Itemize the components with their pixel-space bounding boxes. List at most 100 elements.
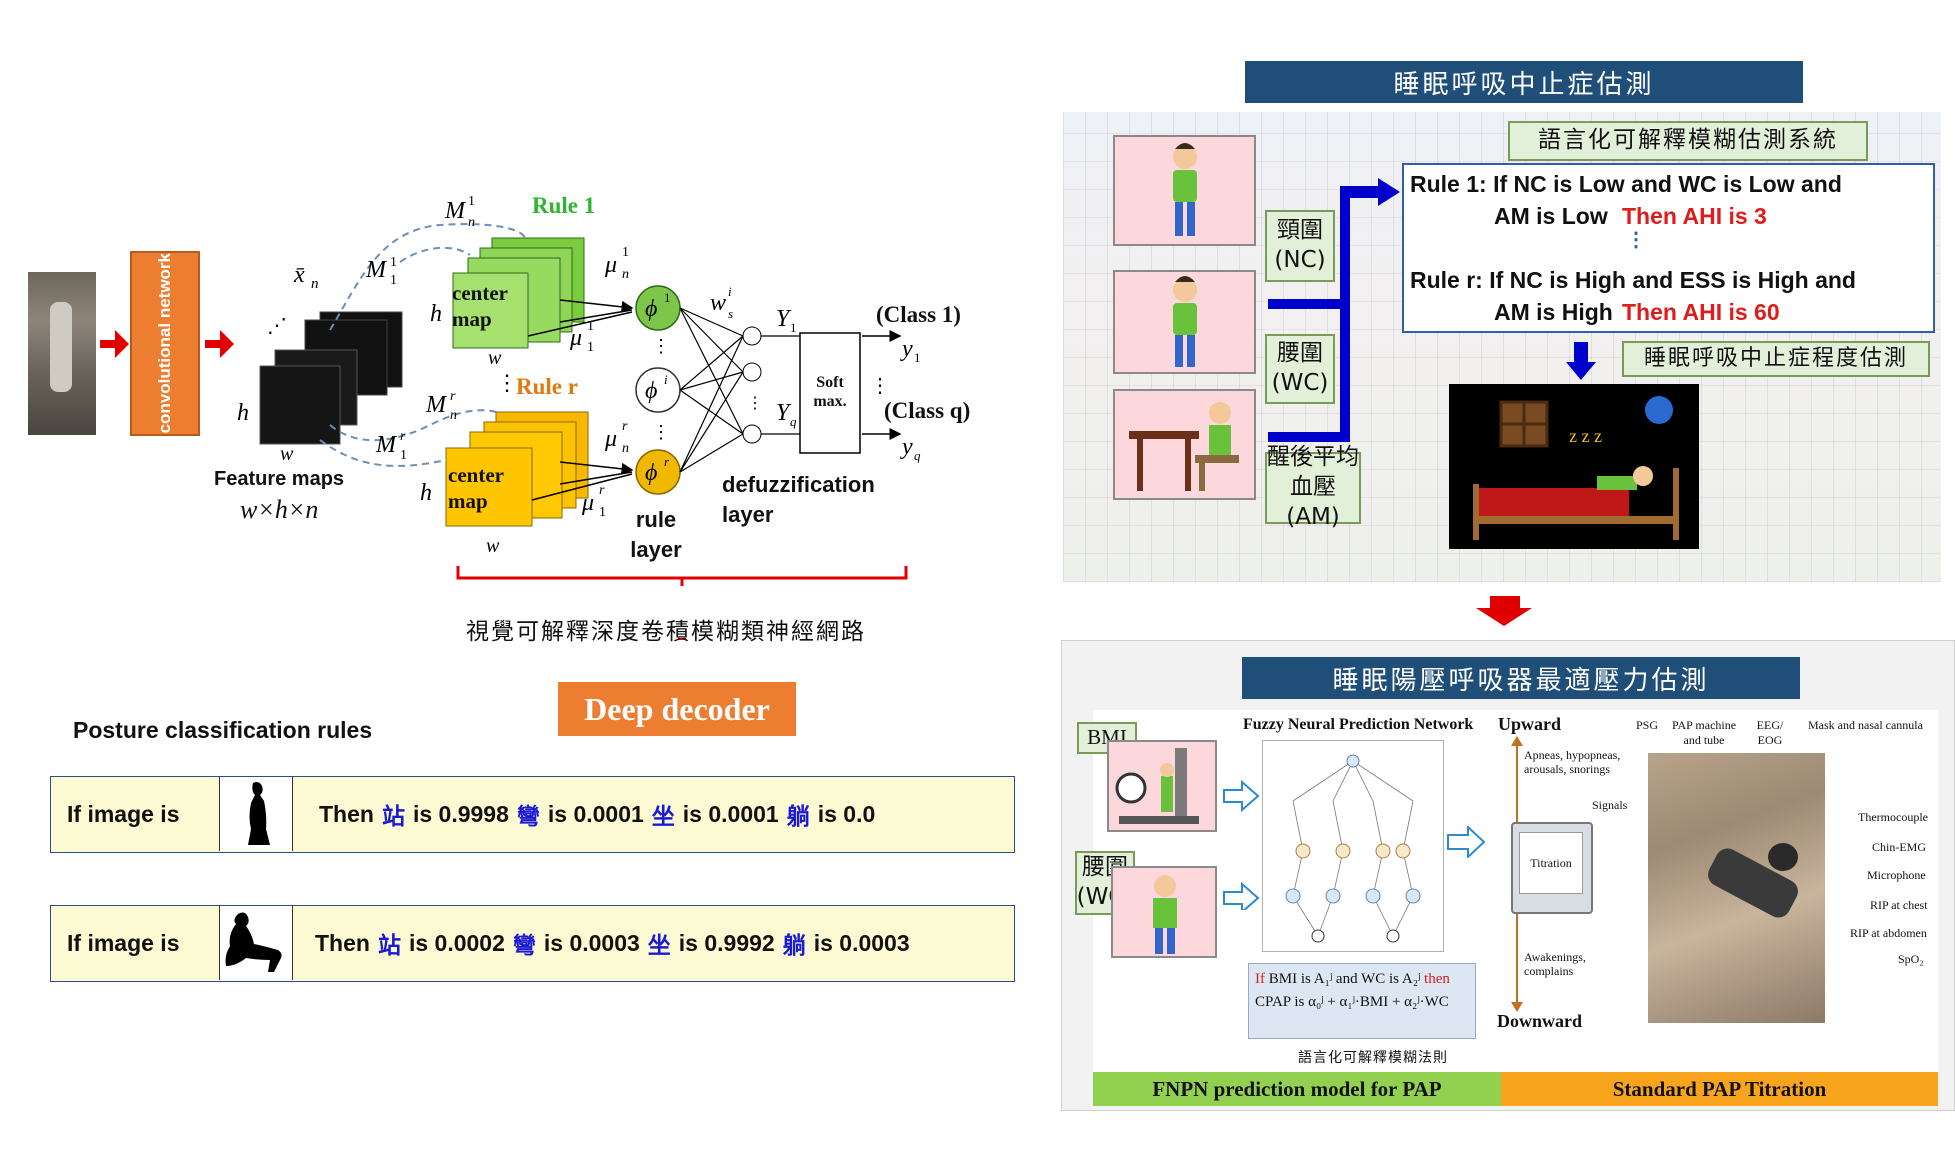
- input-arrows: [1268, 178, 1400, 442]
- svg-text:1: 1: [587, 340, 594, 355]
- rip-chest-label: RIP at chest: [1870, 898, 1928, 912]
- signals-label: Signals: [1592, 798, 1628, 812]
- svg-text:y: y: [900, 434, 913, 460]
- input-photo: [28, 272, 96, 435]
- classq-label: (Class q): [884, 398, 971, 423]
- fnpn-bar: FNPN prediction model for PAP: [1093, 1072, 1501, 1106]
- svg-text:1: 1: [622, 245, 629, 260]
- class1-label: (Class 1): [876, 302, 961, 327]
- svg-text:1: 1: [390, 273, 397, 288]
- wc-label: 腰圍 (WC): [1265, 334, 1335, 404]
- titration-monitor: Titration: [1511, 822, 1593, 914]
- am-label: 醒後平均 血壓(AM): [1265, 444, 1361, 530]
- svg-text:h: h: [430, 301, 442, 327]
- posture-title: Posture classification rules: [73, 717, 373, 743]
- red-arrow-down-1: [678, 638, 686, 640]
- awakenings-label: Awakenings, complains: [1524, 950, 1586, 979]
- formula-caption: 語言化可解釋模糊法則: [1298, 1050, 1448, 1066]
- nc-label: 頸圍 (NC): [1265, 210, 1335, 282]
- svg-text:μ: μ: [581, 490, 594, 516]
- person-card-neck: [1113, 135, 1256, 246]
- svg-text:r: r: [622, 419, 628, 434]
- ruler-maps: [445, 411, 589, 527]
- svg-text:r: r: [450, 389, 456, 404]
- svg-text:⋮: ⋮: [496, 370, 518, 395]
- svg-text:⋰: ⋰: [267, 315, 287, 337]
- svg-text:1: 1: [468, 194, 475, 209]
- svg-text:r: r: [664, 454, 670, 469]
- down-arrow-blue: [1566, 342, 1596, 380]
- svg-text:s: s: [728, 306, 733, 321]
- svg-text:Y: Y: [776, 306, 792, 332]
- fnpn-network: [1262, 740, 1444, 952]
- svg-text:1: 1: [587, 319, 594, 334]
- pap-header: 睡眠陽壓呼吸器最適壓力估測: [1242, 657, 1800, 699]
- fnpn-title: Fuzzy Neural Prediction Network: [1243, 716, 1474, 733]
- svg-text:r: r: [599, 483, 605, 498]
- thermocouple-label: Thermocouple: [1858, 810, 1928, 824]
- svg-text:ϕ: ϕ: [645, 378, 657, 404]
- svg-text:1: 1: [664, 290, 671, 305]
- svg-text:h: h: [420, 480, 432, 506]
- rule1-then: Then AHI is 3: [1622, 203, 1767, 229]
- svg-text:ϕ: ϕ: [645, 296, 657, 322]
- apneas-label: Apneas, hypopneas, arousals, snorings: [1524, 748, 1621, 777]
- rule1-label: Rule 1: [532, 193, 596, 218]
- svg-text:w: w: [488, 347, 502, 369]
- conv-network-box: [130, 251, 200, 436]
- svg-text:r: r: [400, 429, 406, 444]
- svg-text:w: w: [280, 443, 294, 465]
- defuzz-label: defuzzification layer: [722, 472, 875, 527]
- upward-label: Upward: [1498, 714, 1562, 734]
- eeg-label: EEG/ EOG: [1756, 718, 1784, 747]
- red-arrow-2: [205, 330, 234, 358]
- svg-text:1: 1: [400, 448, 407, 463]
- rule-prefix: If image is: [67, 929, 180, 956]
- svg-text:⋮: ⋮: [747, 395, 763, 412]
- standing-silhouette: [219, 777, 293, 851]
- downward-label: Downward: [1497, 1011, 1583, 1031]
- svg-text:n: n: [450, 408, 457, 423]
- microphone-label: Microphone: [1867, 868, 1926, 882]
- bmi-scale-card: [1107, 740, 1217, 832]
- svg-text:μ: μ: [569, 325, 582, 351]
- rule1-maps: [452, 237, 585, 349]
- titration-bar: Standard PAP Titration: [1501, 1072, 1938, 1106]
- ruler-line2: AM is High: [1494, 299, 1613, 325]
- rule1-line2: AM is Low: [1494, 203, 1608, 229]
- sitting-silhouette: [219, 906, 293, 980]
- ruler-then: Then AHI is 60: [1622, 299, 1780, 325]
- svg-text:w: w: [486, 535, 500, 557]
- svg-text:M: M: [365, 257, 388, 283]
- svg-text:Y: Y: [776, 400, 792, 426]
- svg-text:n: n: [622, 267, 629, 282]
- rule-prefix: If image is: [67, 800, 180, 827]
- person-card-waist: [1113, 270, 1256, 374]
- svg-text:M: M: [425, 392, 448, 418]
- svg-text:i: i: [728, 284, 732, 299]
- red-arrow-1: [100, 330, 129, 358]
- mask-label: Mask and nasal cannula: [1808, 718, 1923, 732]
- center-map-label-1: center map: [452, 281, 508, 332]
- svg-text:z z z: z z z: [1569, 426, 1602, 446]
- feature-maps-label: Feature maps: [214, 468, 345, 490]
- hollow-arrow-right: [1447, 826, 1486, 858]
- waist-card: [1111, 866, 1217, 958]
- svg-text:1: 1: [914, 350, 921, 365]
- ahi-rules-box: Rule 1: If NC is Low and WC is Low and A…: [1402, 163, 1935, 333]
- center-map-label-r: center map: [448, 463, 504, 514]
- bedroom-scene: z z z: [1449, 384, 1699, 549]
- svg-text:μ: μ: [604, 252, 617, 278]
- svg-text:n: n: [622, 441, 629, 456]
- svg-text:1: 1: [390, 255, 397, 270]
- svg-text:M: M: [375, 432, 398, 458]
- svg-text:⋮: ⋮: [652, 336, 670, 356]
- feature-maps-dims: w×h×n: [240, 495, 319, 524]
- svg-text:⋮: ⋮: [870, 375, 890, 397]
- patient-photo: [1648, 753, 1825, 1023]
- red-arrow-down-right: [1476, 596, 1532, 626]
- rule-layer-label: rule layer: [630, 507, 682, 562]
